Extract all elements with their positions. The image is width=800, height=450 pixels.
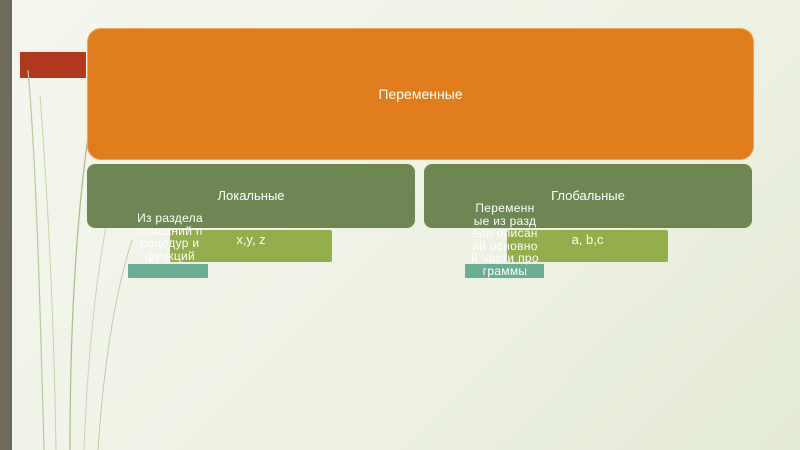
red-accent-tab	[20, 52, 86, 78]
branch-global-label: Глобальные	[551, 188, 625, 203]
global-description-text: Переменные из раздела описаний основной …	[471, 201, 539, 278]
branch-local: Локальные	[87, 164, 415, 228]
root-node: Переменные	[87, 28, 754, 160]
global-example-box: a, b,c	[507, 230, 668, 262]
left-decor-bar	[0, 0, 12, 450]
branch-local-label: Локальные	[217, 188, 285, 203]
root-label: Переменные	[378, 86, 463, 102]
local-example-text: x,y, z	[236, 232, 266, 247]
global-example-text: a, b,c	[571, 232, 604, 247]
local-description-text: Из раздела описаний процедур и функций	[137, 211, 203, 263]
global-description-box	[465, 264, 544, 278]
local-example-box: x,y, z	[170, 230, 332, 262]
local-description-box	[128, 264, 208, 278]
branch-global: Глобальные	[424, 164, 752, 228]
